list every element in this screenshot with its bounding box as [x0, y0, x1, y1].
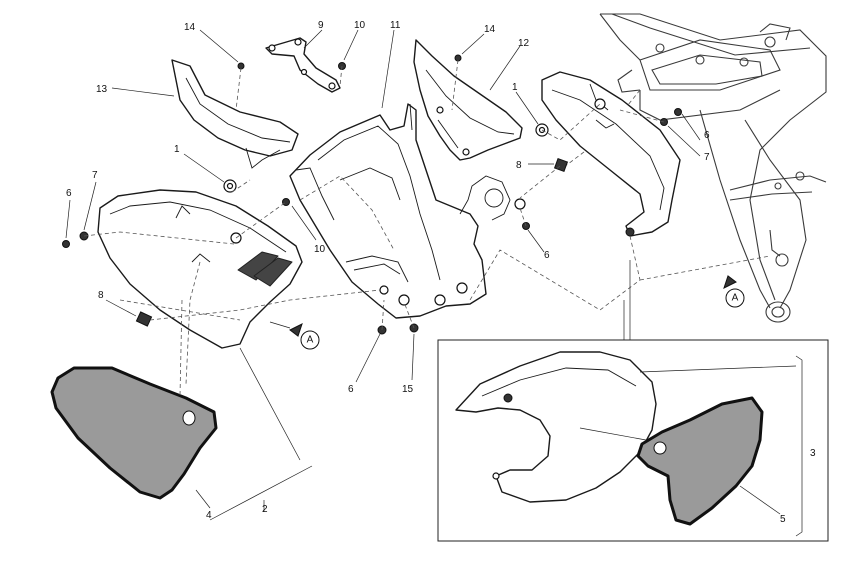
part-9-bracket: [265, 37, 341, 93]
callout-10-mid: 10: [314, 244, 326, 255]
callout-10-top: 10: [354, 20, 366, 31]
part-3-cover-detail: [455, 351, 657, 503]
callout-1-right: 1: [512, 82, 518, 93]
right-side-duct: [541, 71, 681, 237]
callout-11: 11: [390, 20, 401, 31]
callout-8-left: 8: [98, 290, 104, 301]
part-11-central-fairing: [289, 103, 526, 319]
callout-labels: 14 9 10 11 14 12 13 1 1 6 7 6 7 8 8 10 6…: [66, 20, 816, 525]
callout-3: 3: [810, 448, 816, 459]
part-2-left-side-panel: [97, 189, 303, 349]
callout-6-right-mid: 6: [544, 250, 550, 261]
reference-mark-left: A: [300, 330, 320, 350]
callout-6-bottom: 6: [348, 384, 354, 395]
callout-15: 15: [402, 384, 414, 395]
reference-mark-right: A: [725, 288, 745, 308]
callout-14-left: 14: [184, 22, 196, 33]
callout-6-right-top: 6: [704, 130, 710, 141]
screw-10-mid: [282, 198, 290, 206]
callout-12: 12: [518, 38, 530, 49]
screw-6-right-top: [674, 108, 682, 116]
part-5-right-pad: [636, 396, 764, 526]
callout-6-left: 6: [66, 188, 72, 199]
callout-1-left: 1: [174, 144, 180, 155]
leader-lines: [65, 29, 803, 537]
motorcycle-frame: [559, 13, 827, 323]
callout-2: 2: [262, 504, 268, 515]
callout-14-center: 14: [484, 24, 496, 35]
part-12-inner-panel: [413, 39, 523, 161]
view-arrows: [289, 275, 737, 337]
callout-13: 13: [96, 84, 108, 95]
reference-mark-right-label: A: [732, 293, 739, 304]
screw-6-left: [62, 240, 70, 248]
part-13-upper-cover: [171, 59, 299, 169]
clip-8-left: [135, 311, 153, 327]
callout-7-right: 7: [704, 152, 710, 163]
reference-mark-left-label: A: [307, 335, 314, 346]
detail-inset-frame: [437, 339, 829, 542]
callout-7-left: 7: [92, 170, 98, 181]
assembly-lines: [83, 59, 771, 397]
callout-5: 5: [780, 514, 786, 525]
clip-8-right: [553, 157, 569, 173]
callout-4: 4: [206, 510, 212, 521]
callout-9: 9: [318, 20, 324, 31]
part-4-left-pad: [50, 366, 218, 500]
callout-8-right: 8: [516, 160, 522, 171]
